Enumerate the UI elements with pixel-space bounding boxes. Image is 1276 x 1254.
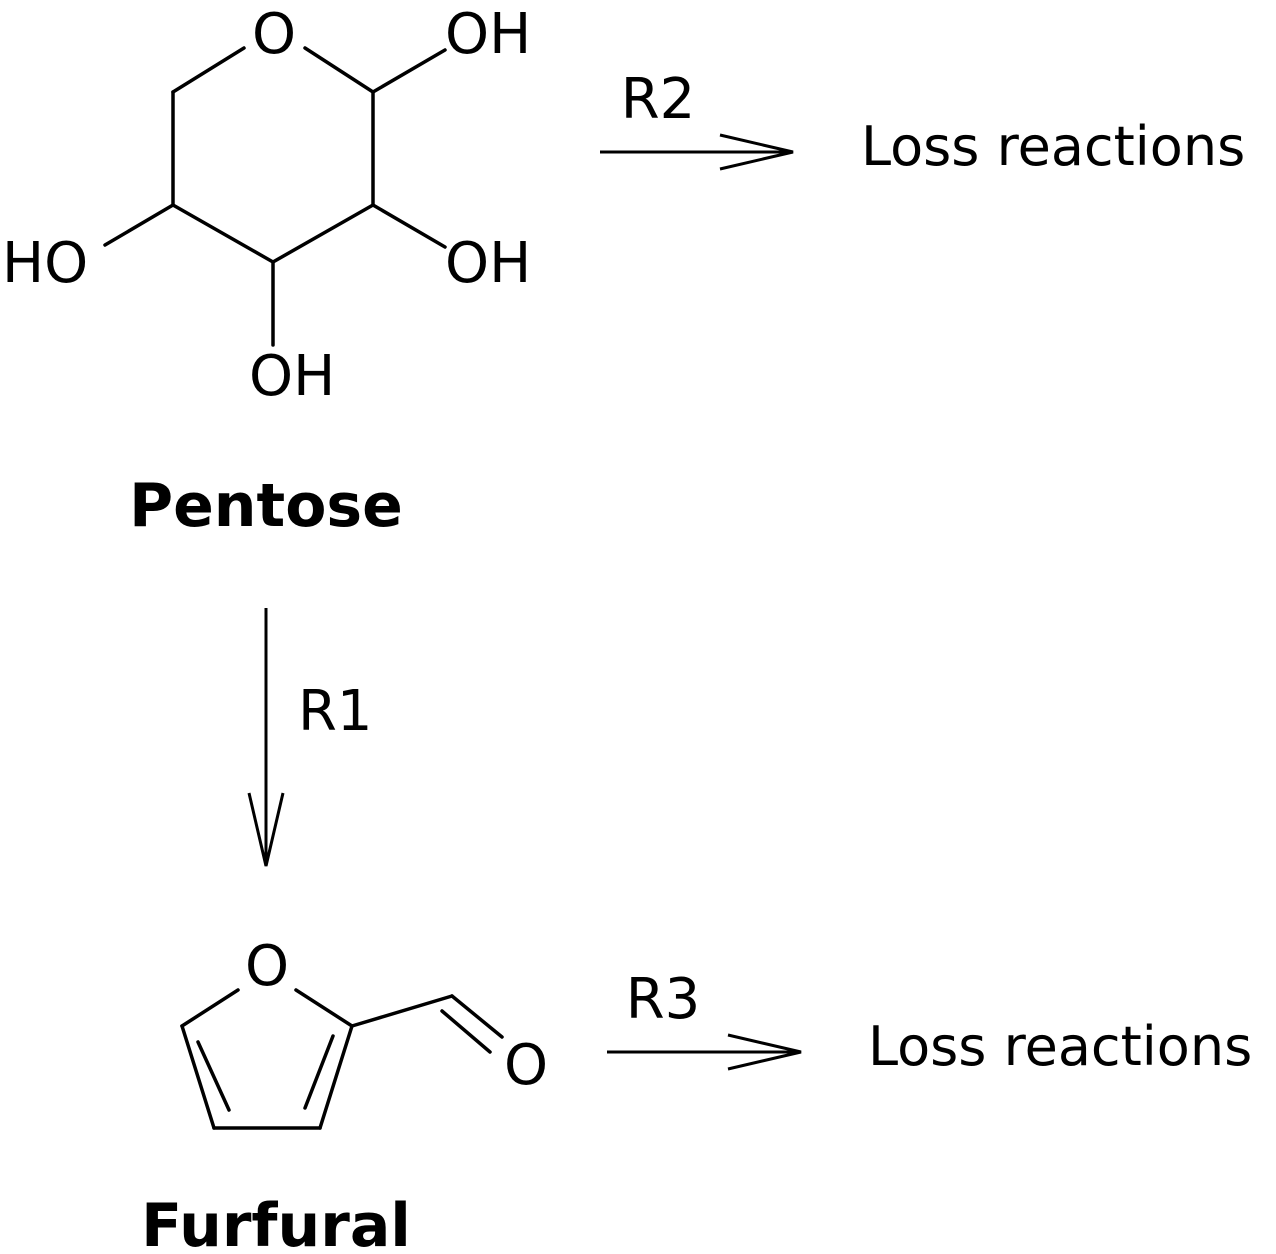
r2-arrow [600,133,794,171]
pentose-c1-hydroxyl-label: OH [445,2,531,67]
bond-o-c5 [171,46,246,94]
furfural-name: Furfural [141,1191,411,1254]
bond-carbonyl [450,994,504,1039]
r1-label: R1 [298,679,373,744]
pentose-structure: O OH OH OH HO [2,2,531,409]
bond-c5-c4 [180,1024,216,1130]
r3-arrow [607,1033,802,1071]
bond-c1-oh [371,48,447,94]
bond-c3-c2 [271,203,375,264]
pentose-name: Pentose [129,471,403,541]
r3-arrowhead [727,1033,802,1071]
bond-c3-c2-double [303,1034,335,1110]
pentose-ring-oxygen-label: O [252,2,296,67]
bond-c1-o [303,46,375,94]
r1-arrow [247,608,285,867]
furfural-ring-oxygen-label: O [245,934,289,999]
bond-c4-oh [103,203,175,247]
bond-carbonyl-double [440,1009,492,1054]
bond-c2-oh [371,203,447,249]
bond-c2-cho [350,994,454,1028]
bond-o-c5 [180,988,240,1028]
furfural-carbonyl-oxygen-label: O [504,1033,548,1098]
pentose-c2-hydroxyl-label: OH [445,231,531,296]
r2-product-label: Loss reactions [861,115,1245,178]
furfural-structure: O O [180,934,548,1130]
pentose-c3-hydroxyl-label: OH [249,344,335,409]
r1-arrowhead [247,792,285,867]
bond-c5-c4-double [196,1040,231,1112]
bond-c3-c2 [318,1024,354,1130]
r3-product-label: Loss reactions [868,1015,1252,1078]
bond-c4-c3 [171,203,275,264]
bond-c2-o [294,988,354,1028]
pentose-c4-hydroxyl-label: HO [2,231,88,296]
r3-label: R3 [626,967,701,1032]
r2-label: R2 [621,67,696,132]
r2-arrowhead [719,133,794,171]
